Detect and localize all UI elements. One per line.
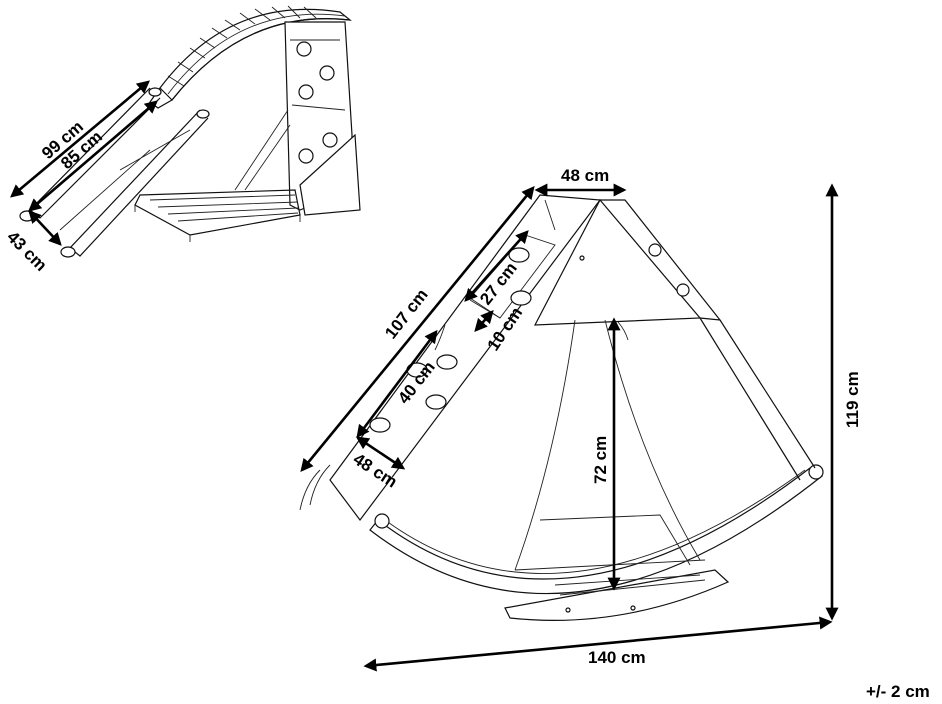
panel-hole [298,84,314,100]
arch-rungs [167,5,317,87]
dim-arrow-140 [363,616,833,672]
dim-arrow-85 [28,100,158,212]
label-72cm: 72 cm [591,436,610,484]
label-140cm: 140 cm [588,648,646,667]
small-dimension-arrows [10,80,158,246]
bolt-icon [648,243,662,257]
dim-arrow-10 [474,310,494,332]
dim-arrow-27 [464,230,529,302]
panel-hole [298,148,314,164]
panel-hole [319,65,335,81]
label-107cm: 107 cm [381,285,431,342]
panel-hole [296,41,312,57]
bolt-icon [676,283,690,297]
large-dimension-arrows [300,183,839,672]
panel-hole [322,132,338,148]
dim-arrow-43 [28,210,62,246]
dim-arrow-48-bottom [355,436,406,470]
base-floor [134,189,301,236]
label-43cm: 43 cm [3,227,51,275]
rocker-base [369,467,824,595]
label-48cm-top: 48 cm [561,166,609,185]
tolerance-note: +/- 2 cm [866,682,930,701]
dim-arrow-40 [356,329,438,439]
label-119cm: 119 cm [843,371,862,428]
